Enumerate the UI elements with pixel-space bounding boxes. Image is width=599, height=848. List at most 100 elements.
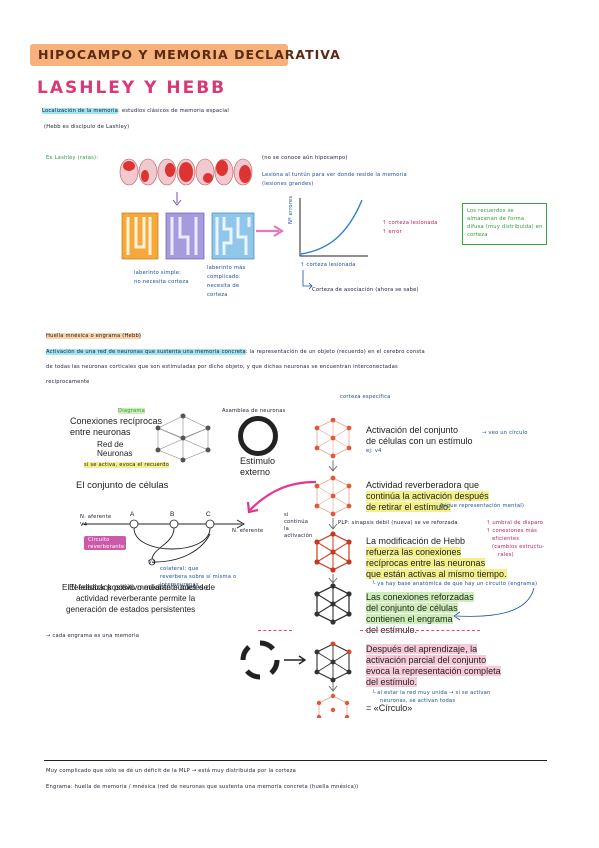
hebb-title-text: Huella mnésica o engrama (Hebb) <box>46 333 142 339</box>
feedback-line-1: El feedback positivo mediante bucles de <box>62 583 209 592</box>
step4-text-1: Las conexiones reforzadas <box>366 592 474 603</box>
step2-text-3: de retirar el estímulo. <box>366 502 451 513</box>
colateral-label-1: colateral: que <box>160 566 199 572</box>
diagrama-label: Diagrama <box>118 408 146 414</box>
step2-text-2: continúa la activación después <box>366 491 489 502</box>
maze-complex-label-2: complicado: <box>207 274 241 280</box>
title-banner <box>30 44 288 66</box>
hebb-def-highlight: Activación de una red de neuronas que su… <box>46 349 246 355</box>
step5-text-4-hl: del estímulo. <box>366 677 418 687</box>
step5-note-1: └ al estar la red muy unida → si se acti… <box>372 690 491 696</box>
step1-text-2: de células con un estímulo <box>366 436 473 446</box>
intro-line-2: (Hebb es discípulo de Lashley) <box>44 124 130 130</box>
maze-complex <box>211 212 255 260</box>
step1-example: ej: v4 <box>366 448 382 454</box>
conjunto-label: El conjunto de células <box>76 480 169 491</box>
step5-text-3: evoca la representación completa <box>366 666 501 677</box>
brain-icon <box>138 158 158 186</box>
step2-text-1: Actividad reverberadora que <box>366 480 480 490</box>
assoc-line: Corteza de asociación (ahora se sabe) <box>312 287 419 293</box>
step3-text-3-hl: recíprocas entre las neuronas <box>366 558 486 568</box>
step5-text-2-hl: activación parcial del conjunto <box>366 655 487 665</box>
brain-icon <box>233 158 253 186</box>
step5-text-2: activación parcial del conjunto <box>366 655 487 666</box>
rat-brains-illustration <box>119 158 253 186</box>
stimulus-ring-icon <box>238 416 278 456</box>
step4-text-2: del conjunto de células <box>366 603 458 614</box>
plp-right-5: rales) <box>498 552 514 558</box>
circuito-badge <box>84 536 126 550</box>
colateral-label-2: reverbera sobre sí misma o <box>160 574 237 580</box>
graph-x-label: ↑ corteza lesionada <box>300 262 356 268</box>
arrow-down-right-icon <box>302 270 313 290</box>
plp-text: PLP: sinapsis débil (nueva) se ve reforz… <box>338 520 458 526</box>
assembly-step-6 <box>316 693 350 718</box>
brain-icon <box>157 158 177 186</box>
aferente-label-1: N. aferente <box>80 514 112 520</box>
plp-right-3: eficientes <box>492 536 520 542</box>
brain-icon <box>214 158 234 186</box>
corteza-especifica-label: corteza específica <box>340 394 391 400</box>
footer-engrama-def: huella de memoria / mnésica (red de neur… <box>74 784 359 790</box>
page-subtitle: LASHLEY Y HEBB <box>37 78 227 98</box>
step5-text-3-hl: evoca la representación completa <box>366 666 501 676</box>
assembly-step-2 <box>314 475 352 517</box>
hebb-title: Huella mnésica o engrama (Hebb) <box>46 333 142 339</box>
conexiones-label-2: entre neuronas <box>70 427 131 437</box>
maze-simple <box>121 212 159 260</box>
eferente-label: N. eferente <box>232 528 264 534</box>
conclusion-box <box>462 203 547 245</box>
step2-note: (sigue representación mental) <box>440 503 525 509</box>
step5-text-1: Después del aprendizaje, la <box>366 644 478 655</box>
page-title: HIPOCAMPO Y MEMORIA DECLARATIVA <box>38 47 341 62</box>
brain-icon <box>195 158 215 186</box>
feedback-caption-1: El feedback positivo mediante bucles de <box>68 583 216 592</box>
circuito-label-1: Circuito <box>88 537 110 543</box>
step4-text-1-hl: Las conexiones reforzadas <box>366 592 474 602</box>
se-activa-label: si se activa, evoca el recuerdo <box>84 462 170 468</box>
maze-complex-label-4: corteza <box>207 292 228 298</box>
colateral-label-3: interneuronas <box>160 582 199 588</box>
lashley-lesion-2: (lesiones grandes) <box>262 181 314 187</box>
diagrama-text: Diagrama <box>118 408 146 414</box>
node-v4-label: V4 <box>148 560 156 566</box>
red-label-1: Red de <box>97 440 124 449</box>
arrow-curved-blue-icon <box>453 587 535 621</box>
assembly-step-4 <box>314 583 352 625</box>
step1-note: → veo un círculo <box>482 430 528 436</box>
mazes-illustration <box>121 212 255 260</box>
step2-text-2-hl: continúa la activación después <box>366 491 489 501</box>
intro-rest: : estudios clásicos de memoria espacial <box>118 108 229 114</box>
maze-simple-label-2: no necesita corteza <box>134 279 189 285</box>
asamblea-label: Asamblea de neuronas <box>222 408 286 414</box>
lashley-note-hipocampo: (no se conoce aún hipocampo) <box>262 155 348 161</box>
hebb-def-3: recíprocamente <box>46 379 90 385</box>
feedback-line-2: actividad reverberante permite la <box>76 594 196 603</box>
step3-text-1: La modificación de Hebb <box>366 536 466 546</box>
step3-text-3: recíprocas entre las neuronas <box>366 558 486 569</box>
neuron-assemblies-column <box>314 418 352 718</box>
step4-text-3: contienen el engrama <box>366 614 453 625</box>
hebb-def-rest-1: : la representación de un objeto (recuer… <box>245 349 425 355</box>
graph-y-label: Nº errores <box>288 195 294 224</box>
step3-text-2: refuerza las conexiones <box>366 547 462 558</box>
arrow-curved-icon <box>246 480 317 514</box>
step4-text-3-hl: contienen el engrama <box>366 614 453 624</box>
step3-text-4: que están activas al mismo tiempo. <box>366 569 507 580</box>
neuron-network-gray <box>155 413 211 463</box>
hebb-def-1: Activación de una red de neuronas que su… <box>46 349 425 355</box>
step3-text-4-hl: que están activas al mismo tiempo. <box>366 569 507 579</box>
step3-note: └ ya hay base anatómica de que hay un ci… <box>372 581 538 587</box>
estimulo-label-1: Estímulo <box>240 456 276 466</box>
arrow-down-icon <box>172 192 182 206</box>
graph-legend-2: ↑ error <box>382 229 402 235</box>
se-activa-text: si se activa, evoca el recuerdo <box>84 462 170 468</box>
footer-divider <box>44 760 547 761</box>
plp-right-4: (cambios estructu- <box>492 544 545 550</box>
feedback-caption: El feedback positivo mediante bucles de <box>69 583 242 593</box>
assoc-highlight: Corteza de asociación <box>312 287 374 293</box>
assembly-step-5 <box>314 641 352 683</box>
lashley-label: Ex Lashley (ratas): <box>46 155 99 161</box>
hebb-def-2: de todas las neuronas corticales que son… <box>46 364 398 370</box>
maze-medium <box>165 212 205 260</box>
